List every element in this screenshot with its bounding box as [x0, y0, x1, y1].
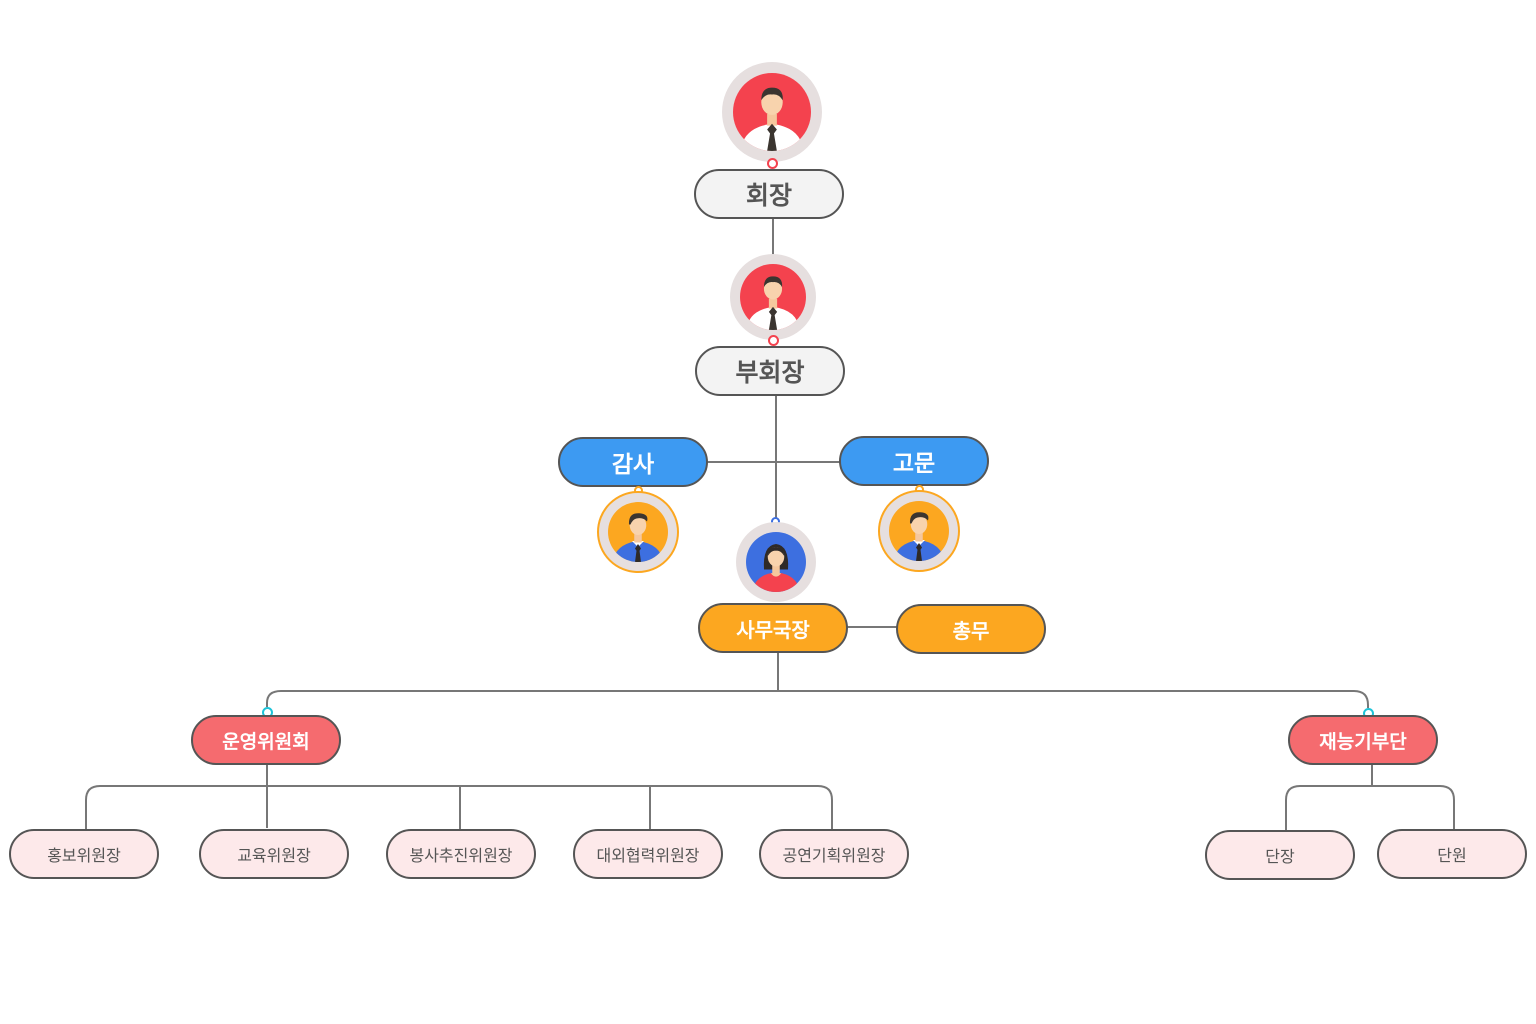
chairman-connector-dot [767, 158, 778, 169]
committee-head-external: 대외협력위원장 [573, 829, 723, 879]
group-leader-node: 단장 [1205, 830, 1355, 880]
auditor-avatar [597, 491, 679, 573]
talent-donation-group-node: 재능기부단 [1288, 715, 1438, 765]
chairman-node: 회장 [694, 169, 844, 219]
committee-head-pr: 홍보위원장 [9, 829, 159, 879]
committee-head-volunteer: 봉사추진위원장 [386, 829, 536, 879]
woman-avatar-icon [746, 532, 806, 592]
group-member-node: 단원 [1377, 829, 1527, 879]
chairman-avatar [722, 62, 822, 162]
advisor-node: 고문 [839, 436, 989, 486]
man-avatar-icon [740, 264, 806, 330]
committee-head-education: 교육위원장 [199, 829, 349, 879]
man-avatar-icon [608, 502, 668, 562]
operations-committee-node: 운영위원회 [191, 715, 341, 765]
vice-chairman-avatar [730, 254, 816, 340]
general-affairs-node: 총무 [896, 604, 1046, 654]
man-avatar-icon [733, 73, 811, 151]
vice-chairman-connector-dot [768, 335, 779, 346]
advisor-avatar [878, 490, 960, 572]
secretary-general-avatar [736, 522, 816, 602]
auditor-node: 감사 [558, 437, 708, 487]
vice-chairman-node: 부회장 [695, 346, 845, 396]
man-avatar-icon [889, 501, 949, 561]
secretary-general-node: 사무국장 [698, 603, 848, 653]
committee-head-performance: 공연기획위원장 [759, 829, 909, 879]
